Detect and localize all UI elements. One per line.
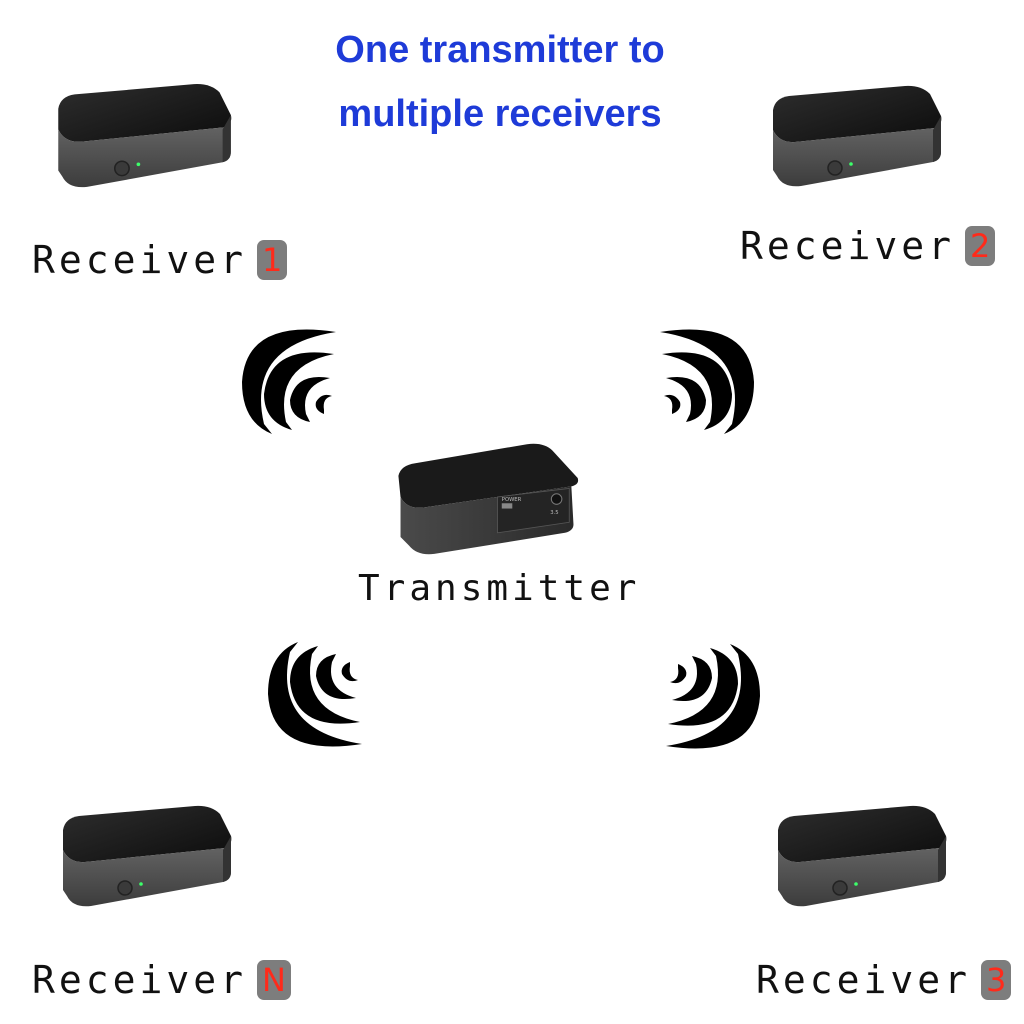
signal-waves-bottom-right (666, 644, 760, 749)
receiver-2-badge: 2 (965, 226, 996, 266)
receiver-n-text: Receiver (32, 958, 248, 1002)
receiver-2-device (772, 85, 943, 188)
receiver-n-badge: N (257, 960, 291, 1000)
title-line-1: One transmitter to (335, 29, 665, 71)
transmitter-label: Transmitter (358, 568, 641, 609)
receiver-n-device (62, 805, 233, 908)
signal-waves-bottom-left (268, 642, 362, 747)
transmitter-device (397, 443, 579, 555)
signal-waves-top-left (242, 329, 336, 434)
signal-waves-top-right (660, 329, 754, 434)
receiver-1-badge: 1 (257, 240, 288, 280)
diagram-title: One transmitter to multiple receivers (0, 18, 1000, 146)
receiver-1-device (57, 83, 233, 188)
receiver-3-text: Receiver (756, 958, 972, 1002)
receiver-3-device (777, 805, 948, 908)
receiver-1-text: Receiver (32, 238, 248, 282)
receiver-3-badge: 3 (981, 960, 1012, 1000)
receiver-2-text: Receiver (740, 224, 956, 268)
title-line-2: multiple receivers (338, 93, 662, 135)
